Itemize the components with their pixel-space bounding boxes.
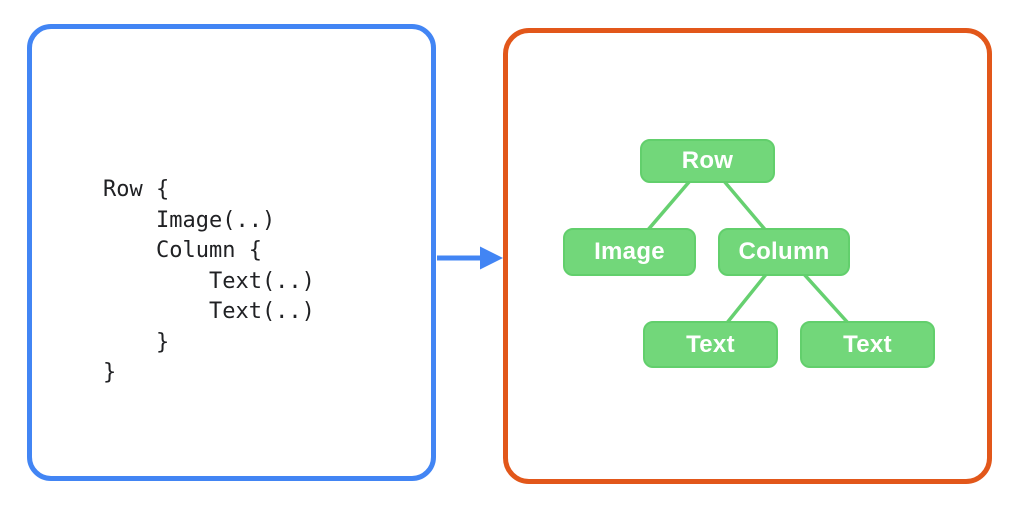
flow-arrow-icon	[437, 246, 503, 270]
tree-node-label: Row	[681, 147, 734, 174]
tree-node-label: Text	[686, 330, 735, 358]
tree-node-text-1: Text	[643, 321, 778, 368]
code-line: }	[103, 360, 117, 385]
code-line: Text(..)	[103, 268, 315, 294]
code-line: Row {	[103, 177, 170, 202]
tree-node-label: Text	[843, 330, 892, 358]
code-line: Image(..)	[103, 207, 276, 233]
tree-node-text-2: Text	[800, 321, 935, 368]
tree-node-label: Image	[594, 238, 665, 265]
code-line: Column {	[103, 238, 262, 263]
code-block: Row { Image(..) Column { Text(..) Text(.…	[103, 175, 315, 389]
code-line: }	[103, 329, 170, 355]
tree-node-column: Column	[718, 228, 850, 276]
tree-node-image: Image	[563, 228, 696, 276]
code-line: Text(..)	[103, 299, 315, 324]
code-panel: Row { Image(..) Column { Text(..) Text(.…	[27, 24, 436, 481]
tree-node-row: Row	[640, 139, 775, 183]
tree-node-label: Column	[738, 238, 830, 265]
arrow-head	[480, 246, 503, 270]
